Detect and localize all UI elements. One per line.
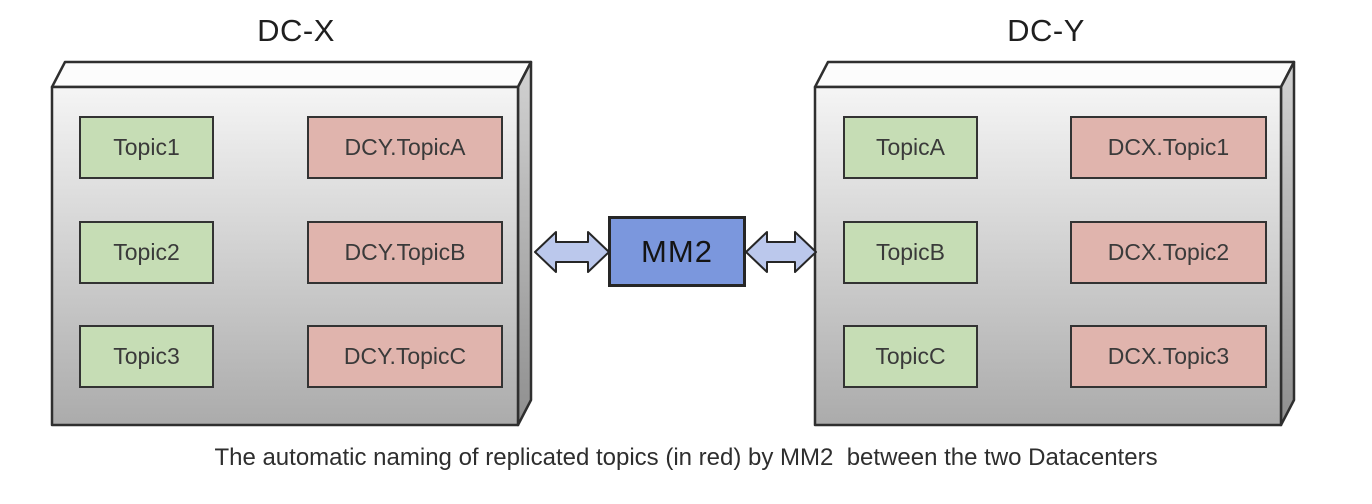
dcy-replicated-topic-3: DCX.Topic3 bbox=[1070, 325, 1267, 388]
right-double-arrow-icon bbox=[745, 231, 817, 273]
dcy-local-topic-a: TopicA bbox=[843, 116, 978, 179]
cube-top-face bbox=[50, 60, 533, 89]
cube-top-face bbox=[813, 60, 1296, 89]
dcx-replicated-topic-a: DCY.TopicA bbox=[307, 116, 503, 179]
dcx-local-topic-3: Topic3 bbox=[79, 325, 214, 388]
dcy-local-topic-b: TopicB bbox=[843, 221, 978, 284]
mm2-connector-box: MM2 bbox=[608, 216, 746, 287]
dcx-replicated-topic-b: DCY.TopicB bbox=[307, 221, 503, 284]
dcy-title: DC-Y bbox=[1007, 13, 1085, 48]
dcx-title: DC-X bbox=[257, 13, 335, 48]
dcx-local-topic-2: Topic2 bbox=[79, 221, 214, 284]
dcy-replicated-topic-2: DCX.Topic2 bbox=[1070, 221, 1267, 284]
dcx-local-topic-1: Topic1 bbox=[79, 116, 214, 179]
dcy-replicated-topic-1: DCX.Topic1 bbox=[1070, 116, 1267, 179]
dcx-replicated-topic-c: DCY.TopicC bbox=[307, 325, 503, 388]
left-double-arrow-icon bbox=[534, 231, 610, 273]
cube-side-face bbox=[1279, 60, 1296, 427]
cube-side-face bbox=[516, 60, 533, 427]
figure-caption: The automatic naming of replicated topic… bbox=[214, 444, 1158, 471]
dcy-local-topic-c: TopicC bbox=[843, 325, 978, 388]
